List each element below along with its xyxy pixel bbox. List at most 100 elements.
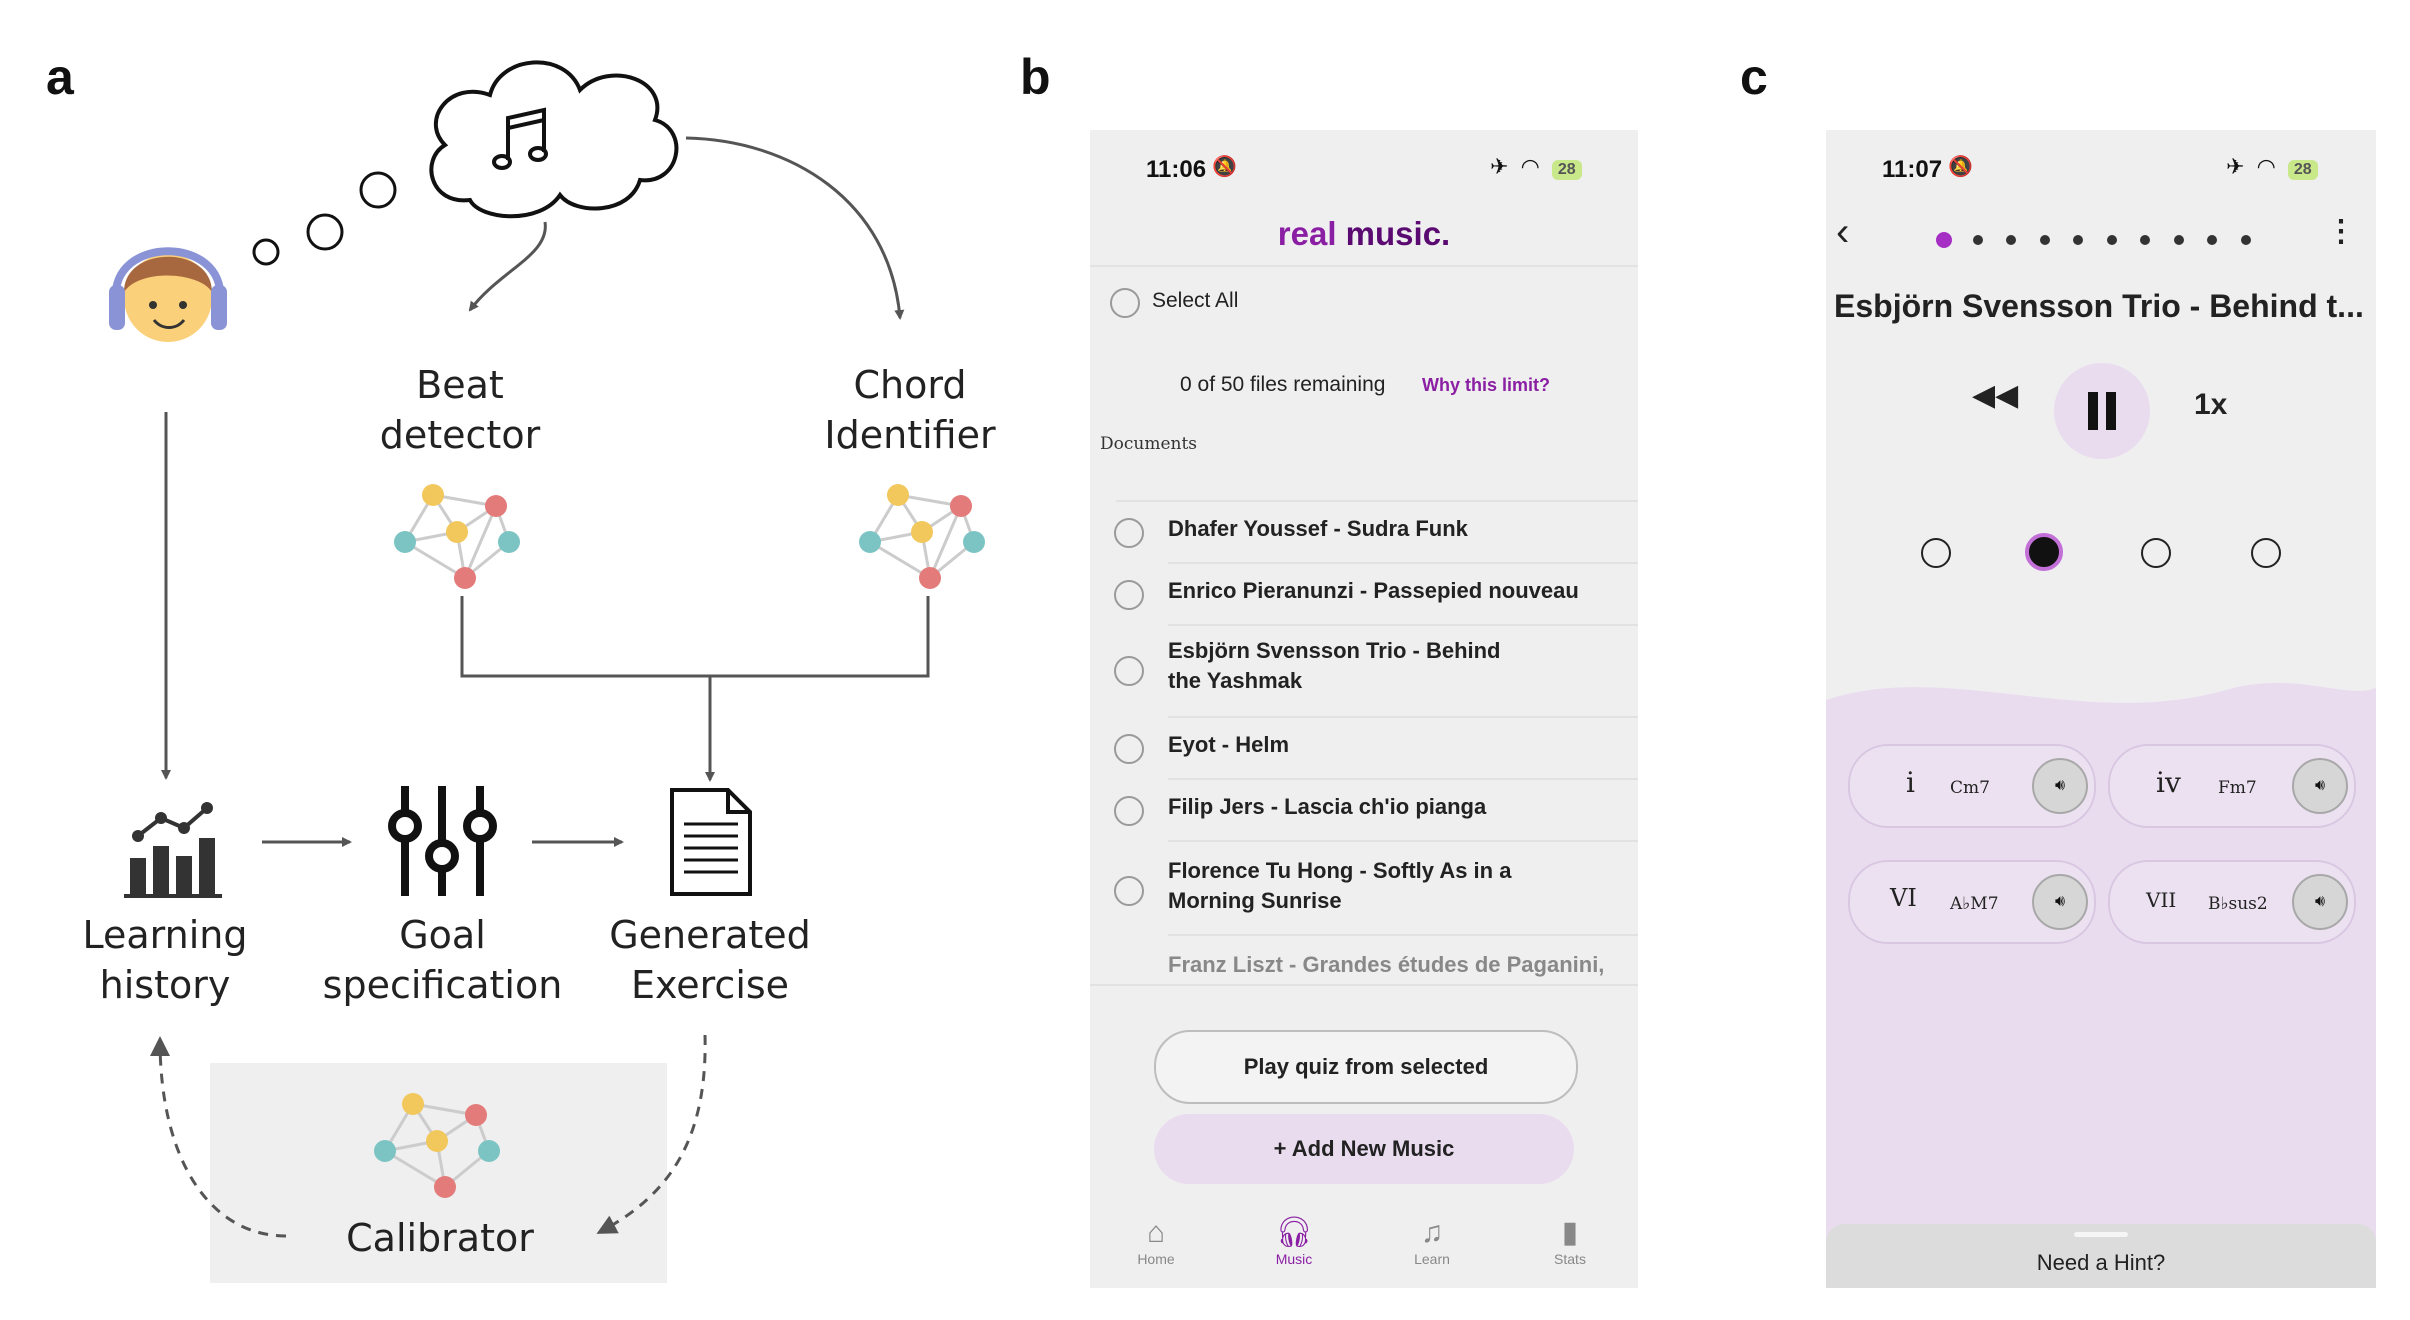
panel-label-b: b: [1020, 49, 1051, 105]
select-all-label: Select All: [1152, 289, 1239, 312]
chord-card[interactable]: i Cm7 🔊︎: [1848, 744, 2096, 828]
generated-exercise-label: Generated Exercise: [609, 913, 811, 1007]
beat-detector-label: Beat detector: [379, 363, 541, 457]
file-checkbox[interactable]: [1114, 656, 1144, 686]
beat-detector-network-icon: [394, 484, 520, 589]
chord-card[interactable]: VII B♭sus2 🔊︎: [2108, 860, 2356, 944]
add-new-music-button[interactable]: + Add New Music: [1154, 1114, 1574, 1184]
nav-home[interactable]: ⌂ Home: [1116, 1215, 1196, 1267]
home-icon: ⌂: [1146, 1216, 1166, 1249]
file-checkbox[interactable]: [1114, 580, 1144, 610]
chord-numeral: VII: [2146, 888, 2177, 912]
chord-identifier-network-icon: [859, 484, 985, 589]
file-item[interactable]: Filip Jers - Lascia ch'io pianga: [1168, 794, 1487, 819]
chord-name: B♭sus2: [2208, 894, 2268, 914]
learning-history-label: Learning history: [82, 913, 248, 1007]
sliders-icon: [388, 786, 497, 896]
status-time: 11:07: [1882, 156, 1943, 183]
select-all-checkbox[interactable]: [1110, 288, 1140, 318]
file-checkbox[interactable]: [1114, 734, 1144, 764]
chord-name: A♭M7: [1950, 894, 1999, 914]
files-remaining: 0 of 50 files remaining: [1180, 373, 1386, 396]
airplane-icon: ✈: [2226, 154, 2245, 179]
chart-icon: [124, 802, 222, 898]
file-item[interactable]: Franz Liszt - Grandes études de Paganini…: [1168, 952, 1605, 977]
beat-options: [1826, 525, 2376, 585]
why-limit-link[interactable]: Why this limit?: [1422, 375, 1550, 395]
nav-music[interactable]: 🎧︎ Music: [1254, 1215, 1334, 1267]
more-options-icon[interactable]: ⋮: [2326, 215, 2356, 248]
track-title: Esbjörn Svensson Trio - Behind t...: [1834, 288, 2364, 324]
panel-label-a: a: [46, 49, 74, 105]
back-chevron-icon[interactable]: ‹: [1836, 210, 1850, 254]
status-icons: ✈ ◠ 28: [1490, 154, 1582, 180]
file-checkbox[interactable]: [1114, 796, 1144, 826]
file-item[interactable]: Esbjörn Svensson Trio - Behind the Yashm…: [1168, 638, 1501, 693]
chord-numeral: i: [1906, 766, 1915, 799]
speaker-icon[interactable]: 🔊︎: [2292, 758, 2348, 814]
beat-option-radio[interactable]: [2025, 533, 2063, 571]
pause-button[interactable]: [2054, 363, 2150, 459]
beat-option-radio[interactable]: [2141, 538, 2171, 568]
nav-stats[interactable]: ▮ Stats: [1530, 1215, 1610, 1267]
headphones-icon: 🎧︎: [1274, 1216, 1314, 1249]
hint-drawer[interactable]: Need a Hint?: [1826, 1224, 2376, 1288]
file-item[interactable]: Dhafer Youssef - Sudra Funk: [1168, 516, 1468, 541]
bar-chart-icon: ▮: [1561, 1216, 1579, 1249]
calibrator-box: [210, 1063, 667, 1283]
music-note-icon: ♫: [1420, 1216, 1444, 1249]
chord-name: Cm7: [1950, 778, 1990, 798]
chord-name: Fm7: [2218, 778, 2257, 798]
battery-indicator: 28: [2287, 160, 2318, 180]
file-item[interactable]: Eyot - Helm: [1168, 732, 1290, 757]
progress-dot: [2173, 235, 2184, 245]
beat-option-radio[interactable]: [1921, 538, 1951, 568]
bell-off-icon: 🔕: [1948, 156, 1973, 178]
chord-card[interactable]: iv Fm7 🔊︎: [2108, 744, 2356, 828]
goal-specification-label: Goal specification: [322, 913, 563, 1007]
chord-numeral: VI: [1890, 884, 1917, 912]
beat-option-radio[interactable]: [2251, 538, 2281, 568]
file-checkbox[interactable]: [1114, 518, 1144, 548]
chord-identifier-label: Chord Identifier: [824, 363, 996, 457]
document-icon: [670, 788, 752, 896]
airplane-icon: ✈: [1490, 154, 1509, 179]
app-logo: real music.: [1277, 215, 1451, 252]
progress-dot: [2106, 235, 2117, 245]
status-time: 11:06: [1146, 156, 1207, 183]
chord-card[interactable]: VI A♭M7 🔊︎: [1848, 860, 2096, 944]
progress-dot: [1936, 232, 1952, 248]
nav-learn[interactable]: ♫ Learn: [1392, 1215, 1472, 1267]
progress-dot: [2207, 235, 2217, 245]
panel-label-c: c: [1740, 49, 1768, 105]
progress-dot: [2039, 235, 2050, 245]
documents-heading: Documents: [1100, 434, 1198, 454]
calibrator-network-icon: [374, 1093, 500, 1198]
diagram-graphics: [109, 60, 985, 1283]
speaker-icon[interactable]: 🔊︎: [2292, 874, 2348, 930]
speed-toggle[interactable]: 1x: [2194, 388, 2228, 421]
bell-off-icon: 🔕: [1212, 156, 1237, 178]
progress-dot: [2140, 235, 2150, 245]
speaker-icon[interactable]: 🔊︎: [2032, 874, 2088, 930]
chord-numeral: iv: [2156, 766, 2181, 799]
chord-area-background: [1826, 682, 2376, 1288]
listener-avatar-icon: [109, 247, 227, 342]
progress-dot: [2240, 235, 2251, 245]
file-checkbox[interactable]: [1114, 876, 1144, 906]
file-item[interactable]: Florence Tu Hong - Softly As in a Mornin…: [1168, 858, 1512, 913]
wifi-icon: ◠: [1520, 154, 1540, 179]
status-icons: ✈ ◠ 28: [2226, 154, 2318, 180]
progress-dots: [1936, 230, 2256, 250]
hint-label: Need a Hint?: [2036, 1250, 2166, 1275]
wifi-icon: ◠: [2256, 154, 2276, 179]
progress-dot: [2006, 235, 2016, 245]
progress-dot: [2073, 235, 2083, 245]
thought-cloud-icon: [252, 60, 679, 266]
file-item[interactable]: Enrico Pieranunzi - Passepied nouveau: [1168, 578, 1579, 603]
speaker-icon[interactable]: 🔊︎: [2032, 758, 2088, 814]
play-quiz-button[interactable]: Play quiz from selected: [1154, 1030, 1578, 1104]
pause-icon: [2088, 392, 2098, 430]
rewind-icon[interactable]: ◀◀: [1972, 379, 2019, 412]
calibrator-label: Calibrator: [346, 1216, 534, 1260]
